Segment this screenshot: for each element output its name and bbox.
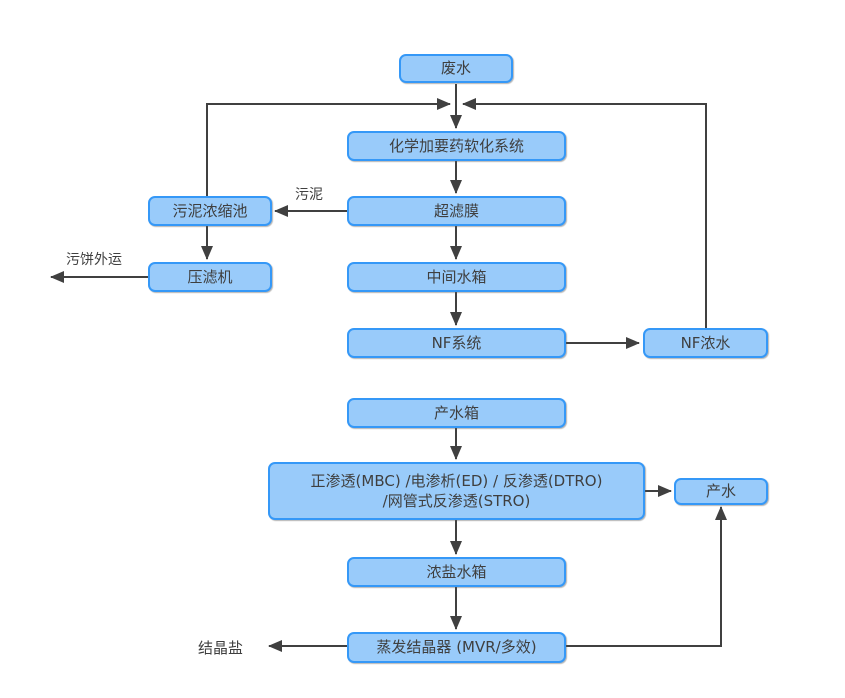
edge-sludge-thickener-return-to-junction	[206, 98, 451, 196]
node-intermediate-tank[interactable]: 中间水箱	[347, 262, 566, 292]
edge-label-crystal-salt: 结晶盐	[198, 639, 244, 657]
edge-label-cake-out: 污饼外运	[66, 252, 122, 268]
node-wastewater[interactable]: 废水	[399, 54, 513, 83]
node-filter-press[interactable]: 压滤机	[148, 262, 272, 292]
node-brine-tank[interactable]: 浓盐水箱	[347, 557, 566, 587]
node-evaporator[interactable]: 蒸发结晶器 (MVR/多效)	[347, 632, 566, 663]
node-sludge-thickener[interactable]: 污泥浓缩池	[148, 196, 272, 226]
node-nf-concentrate[interactable]: NF浓水	[643, 328, 768, 358]
membrane-stage-line1: 正渗透(MBC) /电渗析(ED) / 反渗透(DTRO)	[310, 471, 603, 490]
node-product-water[interactable]: 产水	[674, 478, 768, 505]
node-nf-system[interactable]: NF系统	[347, 328, 566, 358]
node-membrane-stage[interactable]: 正渗透(MBC) /电渗析(ED) / 反渗透(DTRO) /网管式反渗透(ST…	[268, 462, 645, 520]
edge-evaporator-to-product-water	[566, 506, 727, 647]
edge-label-sludge: 污泥	[295, 187, 323, 203]
node-softening-system[interactable]: 化学加要药软化系统	[347, 131, 566, 161]
membrane-stage-line2: /网管式反渗透(STRO)	[382, 492, 531, 510]
node-uf-membrane[interactable]: 超滤膜	[347, 196, 566, 226]
node-product-tank[interactable]: 产水箱	[347, 398, 566, 428]
edge-nf-concentrate-return-to-junction	[462, 98, 707, 328]
